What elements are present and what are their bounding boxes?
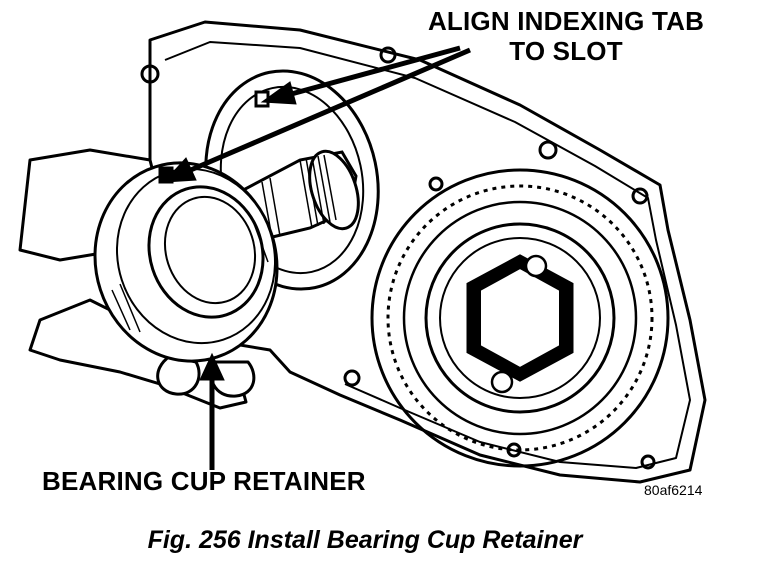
leader-arrows [162,45,471,470]
callout-align-line1: ALIGN INDEXING TAB [427,6,705,36]
callout-align-line2: TO SLOT [509,36,623,66]
figure-id: 80af6214 [644,482,703,498]
bearing-cup-retainer [93,161,279,363]
transfer-case-housing [140,20,707,484]
callout-bearing-cup-retainer: BEARING CUP RETAINER [42,466,366,496]
hand [18,148,256,410]
drive-sprocket [370,168,670,468]
figure-caption: Fig. 256 Install Bearing Cup Retainer [147,526,583,554]
callout-align-indexing-tab: ALIGN INDEXING TAB TO SLOT [416,6,716,66]
